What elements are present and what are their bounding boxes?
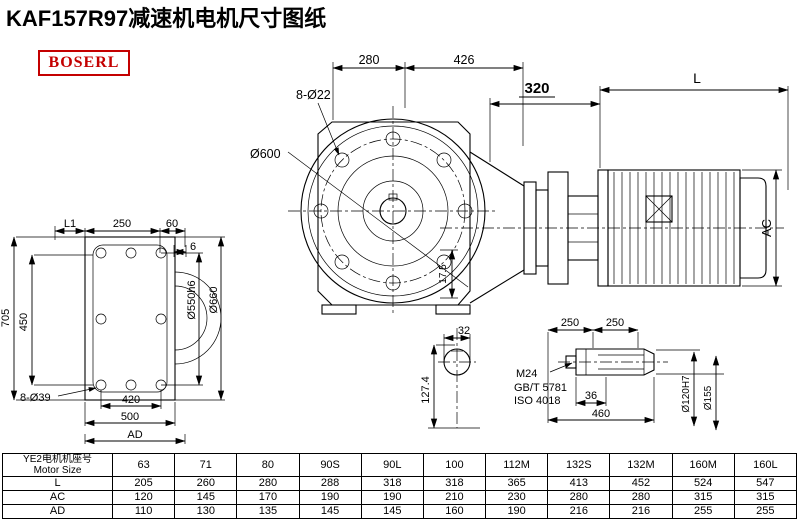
dim-value-cell: 190 <box>298 490 362 505</box>
page-title: KAF157R97减速机电机尺寸图纸 <box>6 6 327 31</box>
dim-value-cell: 255 <box>733 504 798 519</box>
dim-value-cell: 547 <box>733 476 798 491</box>
dim-value-cell: 255 <box>671 504 735 519</box>
dim-36-label: 36 <box>585 390 597 402</box>
size-col-header: 160M <box>671 453 735 477</box>
size-col-header: 63 <box>111 453 176 477</box>
table-row-AD: AD 110 130 135 145 145 160 190 216 216 2… <box>2 504 798 519</box>
dim-250a-label: 250 <box>561 317 579 329</box>
dim-value-cell: 413 <box>547 476 611 491</box>
dim-250b-label: 250 <box>606 317 624 329</box>
dim-value-cell: 230 <box>485 490 549 505</box>
std-iso-label: ISO 4018 <box>514 395 560 407</box>
dim-value-cell: 315 <box>733 490 798 505</box>
dim-value-cell: 145 <box>174 490 238 505</box>
dim-value-cell: 205 <box>111 476 176 491</box>
size-col-header: 90L <box>360 453 424 477</box>
dim-705-label: 705 <box>0 309 12 327</box>
left-side-view: L1 250 60 6 705 450 8-Ø39 420 <box>0 218 225 445</box>
dim-L1-label: L1 <box>64 218 76 230</box>
dim-280-label: 280 <box>359 53 380 67</box>
dim-value-cell: 280 <box>609 490 673 505</box>
flange-dia-label: Ø600 <box>250 147 281 161</box>
dim-320-label: 320 <box>524 80 549 97</box>
dim-value-cell: 315 <box>671 490 735 505</box>
dia-550-label: Ø550h6 <box>186 280 198 319</box>
dim-420-label: 420 <box>122 394 140 406</box>
dia-120-label: Ø120H7 <box>681 375 692 413</box>
dim-value-cell: 280 <box>236 476 300 491</box>
dim-AC-label: AC <box>759 219 774 237</box>
front-flange-view: Ø600 8-Ø22 280 426 <box>250 53 524 316</box>
dim-17-5-label: 17.5 <box>438 264 449 284</box>
dim-value-cell: 190 <box>360 490 424 505</box>
dim-value-cell: 524 <box>671 476 735 491</box>
thread-label: M24 <box>516 368 537 380</box>
size-col-header: 100 <box>422 453 487 477</box>
dim-426-label: 426 <box>454 53 475 67</box>
dim-value-cell: 160 <box>422 504 487 519</box>
size-col-header: 132M <box>609 453 673 477</box>
dim-value-cell: 130 <box>174 504 238 519</box>
dim-value-cell: 288 <box>298 476 362 491</box>
row-label: AC <box>2 490 113 505</box>
size-col-header: 71 <box>174 453 238 477</box>
size-col-header: 80 <box>236 453 300 477</box>
dim-value-cell: 210 <box>422 490 487 505</box>
dim-value-cell: 318 <box>360 476 424 491</box>
dim-value-cell: 145 <box>298 504 362 519</box>
bolt-pattern-22-label: 8-Ø22 <box>296 88 331 102</box>
dim-value-cell: 145 <box>360 504 424 519</box>
technical-drawing: L1 250 60 6 705 450 8-Ø39 420 <box>0 53 789 445</box>
motor-size-label-en: Motor Size <box>33 465 82 476</box>
dim-value-cell: 190 <box>485 504 549 519</box>
dim-127-4-label: 127.4 <box>420 376 432 404</box>
dim-value-cell: 452 <box>609 476 673 491</box>
row-label: L <box>2 476 113 491</box>
dim-250-label: 250 <box>113 218 131 230</box>
shaft-end-detail-view: 32 127.4 <box>420 325 480 429</box>
dim-value-cell: 170 <box>236 490 300 505</box>
table-row-AC: AC 120 145 170 190 190 210 230 280 280 3… <box>2 490 798 505</box>
dim-AD-label: AD <box>127 429 142 441</box>
row-label: AD <box>2 504 113 519</box>
dim-value-cell: 365 <box>485 476 549 491</box>
dim-value-cell: 216 <box>547 504 611 519</box>
table-header-row: YE2电机机座号 Motor Size 63 71 80 90S 90L 100… <box>2 453 798 477</box>
dim-value-cell: 260 <box>174 476 238 491</box>
dim-60-label: 60 <box>166 218 178 230</box>
dim-500-label: 500 <box>121 411 139 423</box>
std-gb-label: GB/T 5781 <box>514 382 567 394</box>
motor-assembly-view: 320 L AC 17.5 <box>438 70 789 304</box>
dim-6-label: 6 <box>190 241 196 253</box>
dim-value-cell: 120 <box>111 490 176 505</box>
size-col-header: 112M <box>485 453 549 477</box>
dim-value-cell: 280 <box>547 490 611 505</box>
output-shaft-detail-view: 250 250 M24 GB/T 5781 ISO 4018 36 460 <box>514 317 724 431</box>
size-col-header: 160L <box>733 453 798 477</box>
dim-460-label: 460 <box>592 408 610 420</box>
bolt-pattern-39-label: 8-Ø39 <box>20 392 51 404</box>
dim-L-label: L <box>693 70 701 86</box>
table-row-L: L 205 260 280 288 318 318 365 413 452 52… <box>2 476 798 491</box>
dim-value-cell: 318 <box>422 476 487 491</box>
motor-dimension-table: YE2电机机座号 Motor Size 63 71 80 90S 90L 100… <box>2 453 798 519</box>
dia-155-label: Ø155 <box>703 385 714 410</box>
brand-logo: BOSERL <box>38 50 130 76</box>
dia-660-label: Ø660 <box>208 287 220 314</box>
motor-size-label-cn: YE2电机机座号 <box>23 454 92 465</box>
size-col-header: 90S <box>298 453 362 477</box>
motor-size-header-cell: YE2电机机座号 Motor Size <box>2 453 113 477</box>
dim-value-cell: 216 <box>609 504 673 519</box>
dim-450-label: 450 <box>18 313 30 331</box>
dim-32-label: 32 <box>458 325 470 337</box>
size-col-header: 132S <box>547 453 611 477</box>
dim-value-cell: 110 <box>111 504 176 519</box>
dim-value-cell: 135 <box>236 504 300 519</box>
